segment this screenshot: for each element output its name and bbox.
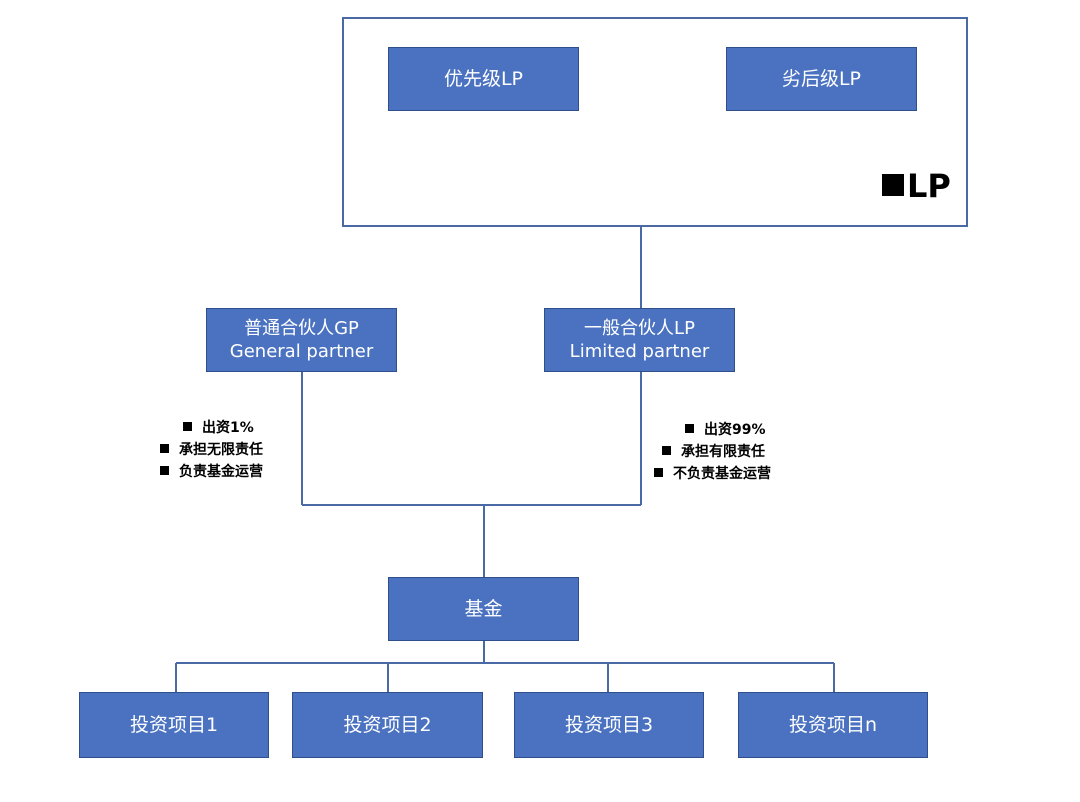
square-bullet-icon	[654, 468, 663, 477]
gp-label-en: General partner	[229, 341, 374, 362]
senior-lp-label: 优先级LP	[443, 67, 524, 90]
square-bullet-icon	[183, 422, 192, 431]
lp-label-zh: 一般合伙人LP	[584, 317, 695, 339]
gp-notes: 出资1% 承担无限责任 负责基金运营	[160, 417, 263, 483]
fund-label: 基金	[464, 597, 503, 620]
junior-lp-label: 劣后级LP	[781, 67, 862, 90]
fund-box: 基金	[388, 577, 579, 641]
lp-note: 不负责基金运营	[654, 463, 771, 485]
lp-note: 承担有限责任	[654, 441, 771, 463]
junior-lp-box: 劣后级LP	[726, 47, 917, 111]
lp-note: 出资99%	[654, 419, 771, 441]
square-bullet-icon	[882, 174, 904, 196]
gp-note: 承担无限责任	[160, 439, 263, 461]
square-bullet-icon	[160, 466, 169, 475]
gp-note: 负责基金运营	[160, 461, 263, 483]
lp-label-en: Limited partner	[569, 341, 710, 362]
square-bullet-icon	[685, 424, 694, 433]
gp-box: 普通合伙人GP General partner	[206, 308, 397, 372]
gp-note: 出资1%	[160, 417, 263, 439]
lp-notes: 出资99% 承担有限责任 不负责基金运营	[654, 419, 771, 485]
project-label: 投资项目2	[343, 713, 432, 736]
gp-label-zh: 普通合伙人GP	[244, 317, 359, 339]
project-box: 投资项目2	[292, 692, 483, 758]
lp-group-title-text: LP	[907, 167, 951, 205]
project-label: 投资项目n	[788, 713, 878, 736]
lp-box: 一般合伙人LP Limited partner	[544, 308, 735, 372]
project-box: 投资项目1	[79, 692, 269, 758]
project-label: 投资项目1	[129, 713, 219, 736]
project-box: 投资项目n	[738, 692, 928, 758]
lp-group-title: LP	[882, 167, 951, 205]
project-box: 投资项目3	[514, 692, 704, 758]
project-label: 投资项目3	[564, 713, 654, 736]
senior-lp-box: 优先级LP	[388, 47, 579, 111]
square-bullet-icon	[160, 444, 169, 453]
square-bullet-icon	[662, 446, 671, 455]
